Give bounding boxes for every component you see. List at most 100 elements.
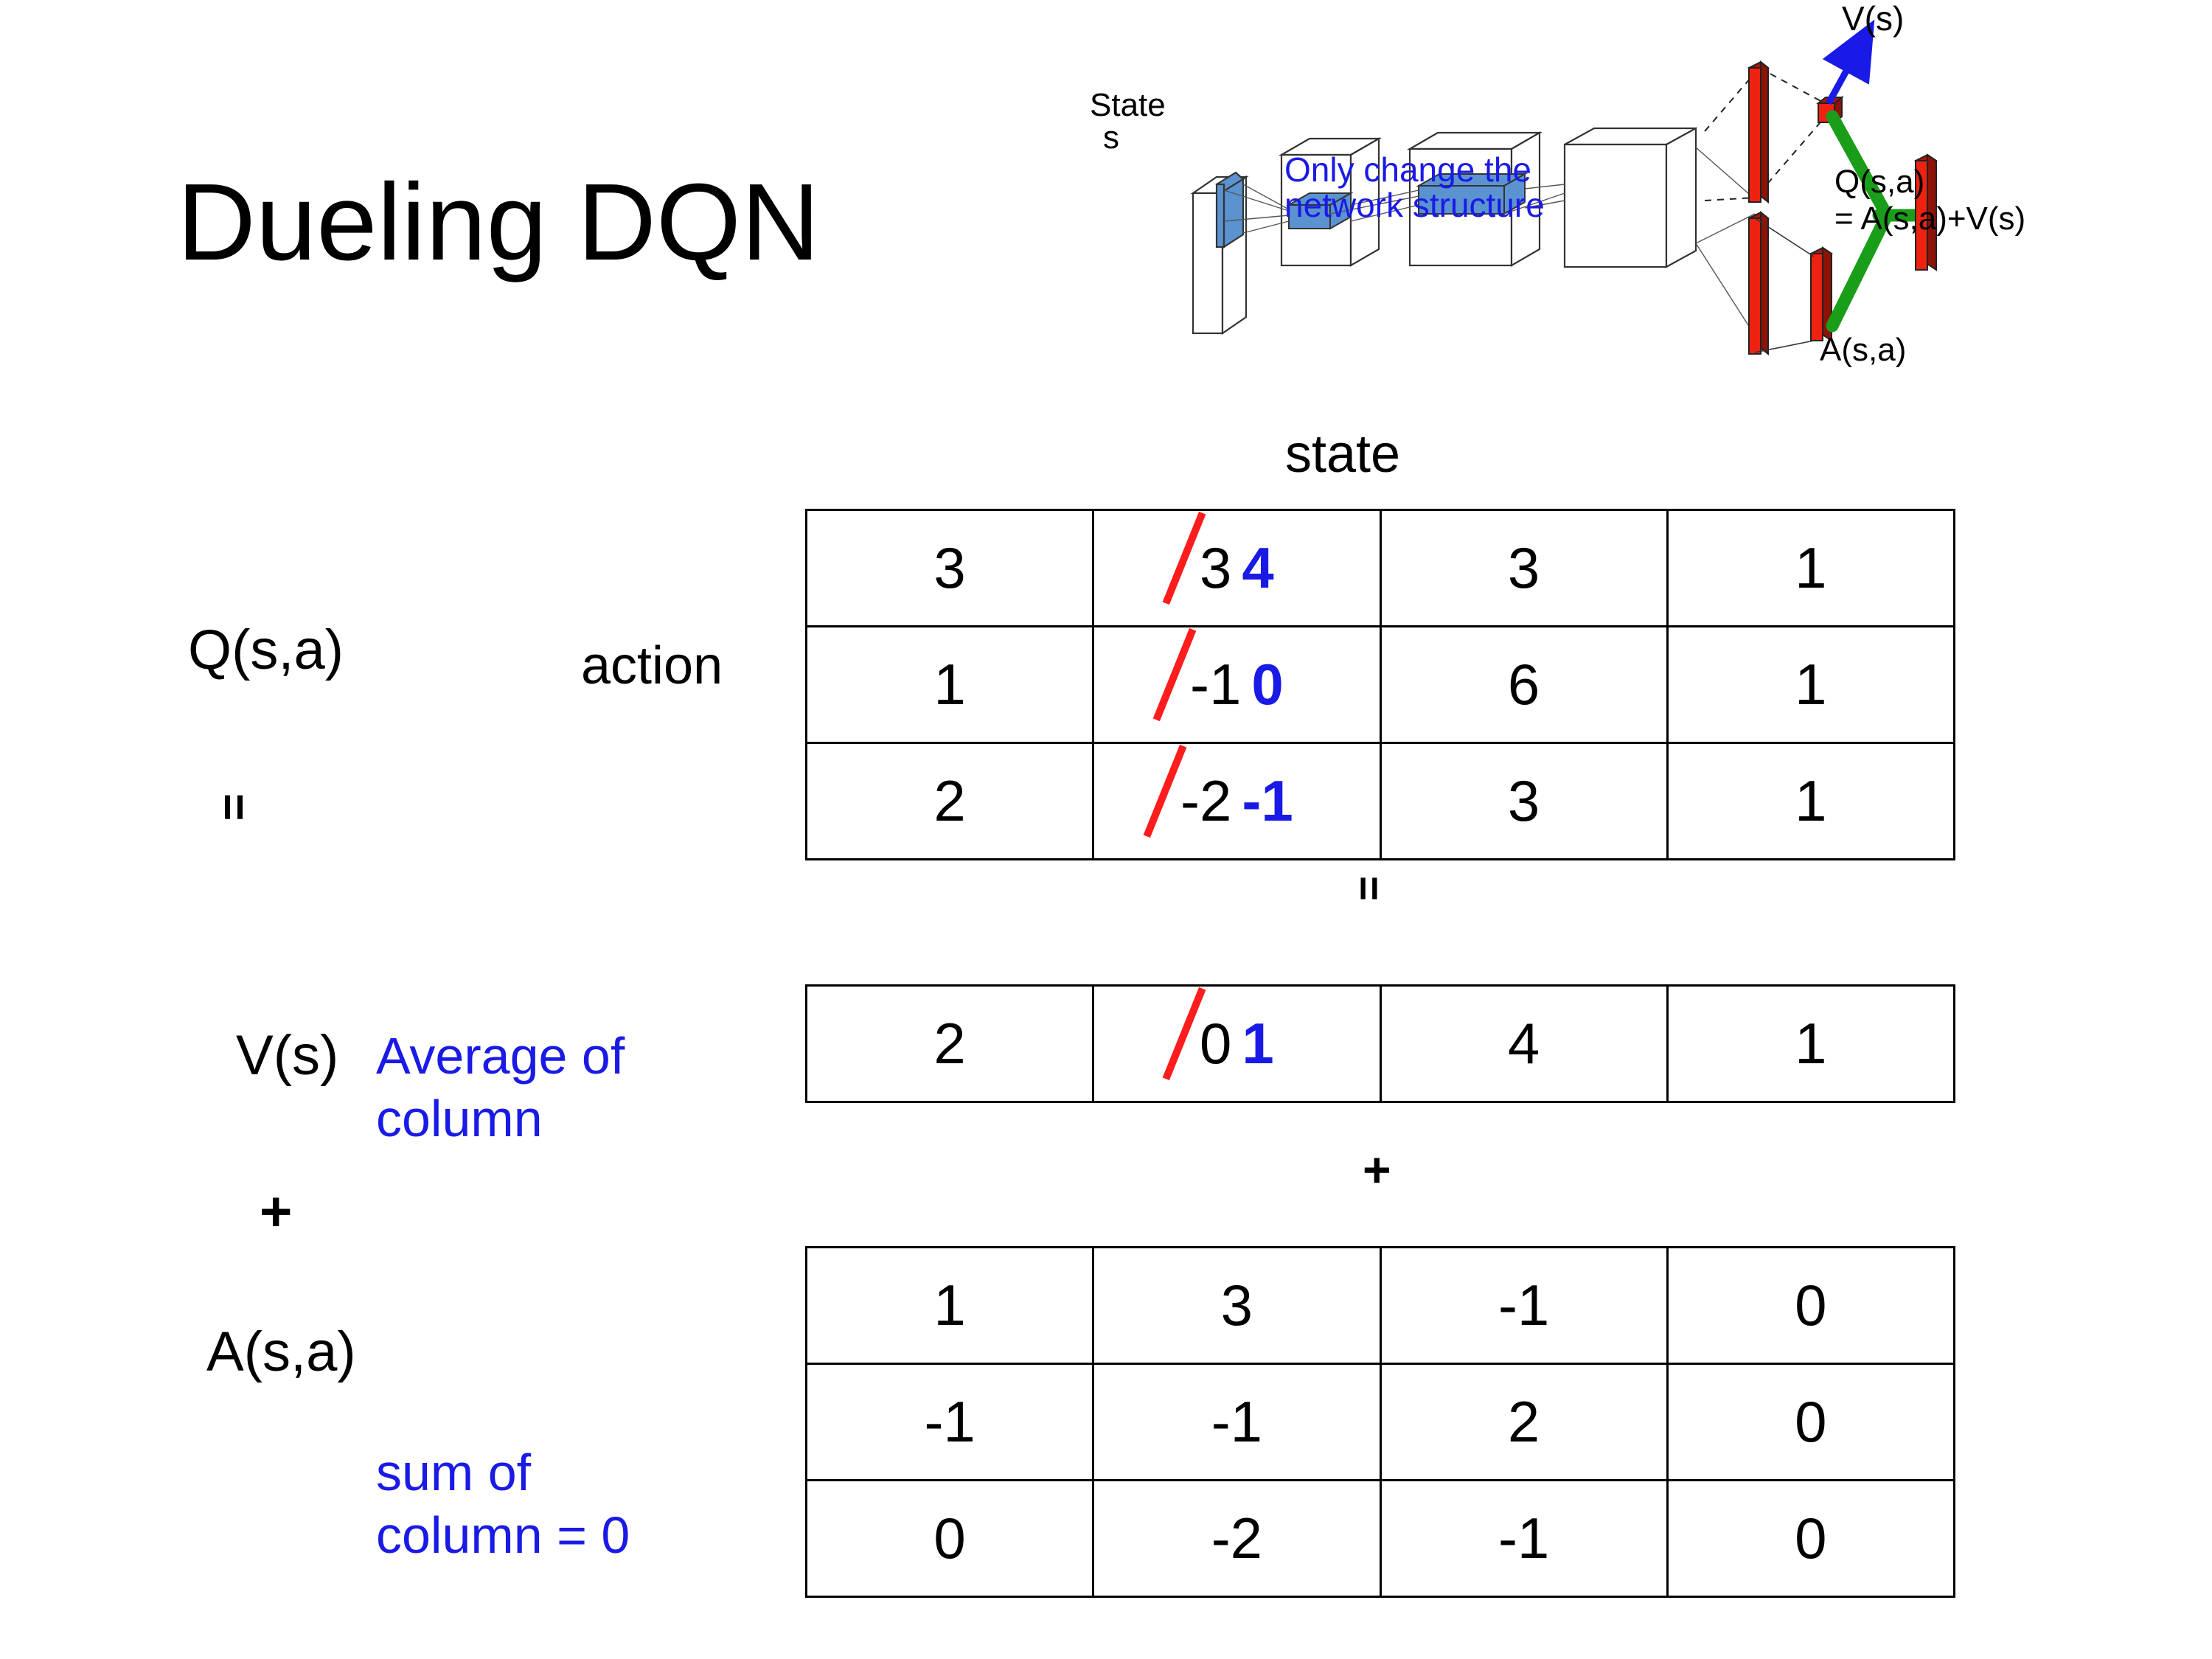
conv-patch-1-icon — [1286, 192, 1354, 230]
cell-value: 2 — [933, 768, 966, 833]
table-cell: 2 — [804, 742, 1095, 860]
cell-content: -1 — [1382, 1248, 1666, 1363]
green-merge-icon — [1826, 110, 1925, 333]
cell-content: 1 — [807, 1248, 1092, 1363]
a-function-label: A(s,a) — [206, 1321, 356, 1383]
cell-value: 3 — [1507, 768, 1540, 833]
table-cell: 0 — [1666, 1246, 1956, 1365]
table-cell: 3 — [804, 509, 1095, 627]
table-cell: 3 — [1379, 742, 1669, 860]
replacement-value: 0 — [1251, 652, 1284, 717]
struck-out-value: 3 — [1199, 535, 1232, 600]
table-cell: -1 — [1379, 1246, 1669, 1365]
cell-content: -1 — [807, 1365, 1092, 1479]
table-cell: -2 — [1092, 1479, 1382, 1598]
value-stream-bar-icon — [1747, 60, 1770, 204]
table-cell: 1 — [1666, 509, 1956, 627]
diagram-note-line1: Only change the — [1284, 150, 1532, 189]
cell-content: 2 — [807, 744, 1092, 858]
cell-value: 0 — [933, 1506, 966, 1571]
diagram-note-line2: network structure — [1284, 186, 1545, 224]
cell-content: 2 — [1382, 1365, 1666, 1479]
average-of-column-line1: Average of — [376, 1027, 625, 1085]
struck-out-value: 0 — [1199, 1011, 1232, 1076]
action-axis-label: action — [581, 636, 723, 695]
cell-value: 6 — [1507, 652, 1540, 717]
cell-value: 1 — [933, 652, 966, 717]
cell-content: -1 — [1094, 1365, 1379, 1479]
table-cell: 0 — [804, 1479, 1095, 1598]
cell-content: 1 — [1669, 744, 1953, 858]
state-axis-label: state — [1285, 425, 1401, 484]
struck-out-value: -1 — [1190, 652, 1242, 717]
advantage-output-bar-icon — [1809, 246, 1833, 342]
cell-value: 2 — [1507, 1389, 1540, 1454]
table-cell: 1 — [804, 625, 1095, 744]
cell-content: 3 — [1382, 511, 1666, 625]
cell-content: 1 — [1669, 627, 1953, 742]
cell-content: 1 — [1669, 511, 1953, 625]
table-cell: 3 — [1379, 509, 1669, 627]
conv-layer-3-icon — [1563, 127, 1697, 268]
table-cell: -1 — [1379, 1479, 1669, 1598]
diagram-q-label-line1: Q(s,a) — [1834, 164, 1925, 200]
cell-content: 0 — [1669, 1248, 1953, 1363]
page-title: Dueling DQN — [177, 161, 820, 283]
cell-content: 6 — [1382, 627, 1666, 742]
cell-value: 2 — [933, 1011, 966, 1076]
table-cell: 1 — [804, 1246, 1095, 1365]
average-of-column-line2: column — [376, 1090, 543, 1148]
cell-content: 3 — [807, 511, 1092, 625]
cell-content: 0 — [1669, 1365, 1953, 1479]
cell-value: 3 — [933, 535, 966, 600]
sum-of-column-line2: column = 0 — [376, 1506, 630, 1565]
struck-out-value: -2 — [1180, 768, 1232, 833]
table-cell: -1 — [1092, 1363, 1382, 1481]
equals-operator-center: = — [1345, 876, 1393, 901]
cell-content: 4 — [1382, 987, 1666, 1101]
v-function-label: V(s) — [236, 1024, 339, 1087]
v-arrow-icon — [1822, 19, 1875, 105]
plus-operator-left: + — [260, 1180, 293, 1243]
cell-content: -2 — [1094, 1481, 1379, 1596]
table-cell: 0 — [1666, 1479, 1956, 1598]
cell-content: 3 — [1094, 1248, 1379, 1363]
table-cell: 1 — [1666, 984, 1956, 1103]
diagram-a-label: A(s,a) — [1820, 332, 1907, 368]
input-patch-icon — [1215, 171, 1245, 249]
dueling-network-diagram: State s Only change the network structur… — [1090, 0, 2212, 413]
cell-value: 3 — [1220, 1273, 1253, 1338]
cell-value: -1 — [1498, 1506, 1550, 1571]
table-cell: 1 — [1666, 625, 1956, 744]
table-row: 0 -2 -1 0 — [804, 1479, 1956, 1598]
q-output-bar-icon — [1914, 153, 1938, 271]
table-cell: 4 — [1379, 984, 1669, 1103]
sum-of-column-note: sum of column = 0 — [376, 1441, 630, 1568]
table-cell: 3 — [1092, 1246, 1382, 1365]
cell-value: -1 — [1211, 1389, 1263, 1454]
diagram-q-label-line2: = A(s,a)+V(s) — [1834, 201, 2026, 237]
replacement-value: 1 — [1242, 1011, 1274, 1076]
plus-operator-center: + — [1363, 1142, 1391, 1197]
cell-content: 2 — [807, 987, 1092, 1101]
q-function-label: Q(s,a) — [188, 619, 344, 681]
cell-value: 1 — [1795, 768, 1827, 833]
diagram-state-label-line1: State — [1090, 87, 1166, 123]
cell-value: 1 — [1795, 535, 1827, 600]
cell-content: 1 — [1669, 987, 1953, 1101]
cell-value: 3 — [1507, 535, 1540, 600]
cell-value: 0 — [1795, 1506, 1827, 1571]
